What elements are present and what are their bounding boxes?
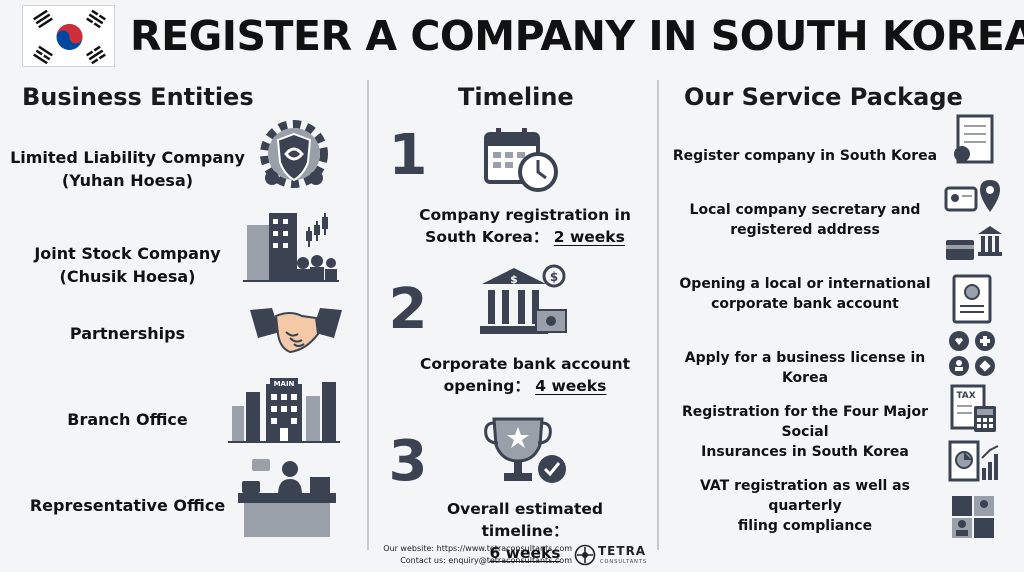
- reception-desk-icon: [234, 455, 340, 543]
- page-title: REGISTER A COMPANY IN SOUTH KOREA: [130, 12, 1024, 60]
- timeline-step-1-number: 1: [388, 123, 428, 188]
- city-main-office-icon: MAIN: [228, 376, 340, 448]
- tax-calculator-icon: TAX: [950, 384, 998, 438]
- service-vat-registration: VAT registration as well as quarterly fi…: [700, 478, 910, 534]
- service-company-secretary: Local company secretary and registered a…: [689, 202, 921, 238]
- entity-korean-name: (Yuhan Hoesa): [61, 171, 194, 190]
- id-card-location-icon: [944, 178, 1004, 222]
- south-korea-flag-icon: [22, 5, 115, 67]
- step-duration: 2 weeks: [553, 228, 625, 246]
- footer-contact: Our website: https://www.tetraconsultant…: [382, 543, 572, 567]
- svg-text:MAIN: MAIN: [274, 380, 295, 388]
- timeline-step-2-number: 2: [388, 277, 428, 342]
- certificate-icon: [950, 112, 996, 172]
- entity-llc: Limited Liability Company (Yuhan Hoesa): [10, 146, 245, 192]
- report-chart-icon: [948, 440, 1000, 488]
- puzzle-people-icon: [950, 494, 996, 546]
- entity-name: Branch Office: [67, 410, 188, 429]
- svg-text:$: $: [550, 270, 558, 284]
- bank-card-icon: [944, 222, 1004, 270]
- service-package-heading: Our Service Package: [684, 83, 963, 111]
- entity-jsc: Joint Stock Company (Chusik Hoesa): [10, 242, 245, 288]
- business-entities-heading: Business Entities: [22, 83, 254, 111]
- service-business-license: Apply for a business license in Korea: [684, 350, 926, 386]
- handshake-icon: [250, 302, 342, 362]
- entity-name: Representative Office: [29, 496, 226, 515]
- timeline-heading: Timeline: [458, 83, 574, 111]
- website-link[interactable]: Our website: https://www.tetraconsultant…: [383, 544, 572, 553]
- tetra-brand-sub: CONSULTANTS: [600, 559, 648, 565]
- entity-representative-office: Representative Office: [10, 494, 245, 517]
- step-label: Company registration in: [419, 206, 631, 224]
- service-social-insurances: Registration for the Four Major Social I…: [682, 404, 928, 460]
- timeline-step-2: Corporate bank account opening： 4 weeks: [410, 353, 640, 397]
- timeline-step-1: Company registration in South Korea： 2 w…: [410, 204, 640, 248]
- license-document-icon: [952, 274, 994, 328]
- trophy-check-icon: [484, 413, 574, 497]
- service-bank-account: Opening a local or international corpora…: [679, 276, 931, 312]
- insurance-symbols-icon: [946, 330, 998, 382]
- service-register-company: Register company in South Korea: [672, 148, 938, 164]
- column-divider-left: [367, 80, 369, 550]
- tetra-logo-icon: [574, 544, 596, 566]
- entity-name: Partnerships: [69, 324, 186, 343]
- timeline-step-3-number: 3: [388, 429, 428, 494]
- office-stock-chart-icon: [243, 207, 339, 287]
- calendar-clock-icon: [484, 126, 560, 198]
- column-divider-right: [657, 80, 659, 550]
- entity-name: Joint Stock Company: [34, 244, 221, 263]
- entity-partnerships: Partnerships: [10, 322, 245, 345]
- step-label-cont: opening： 4 weeks: [443, 377, 607, 395]
- step-label: Overall estimated timeline：: [446, 500, 603, 540]
- entity-korean-name: (Chusik Hoesa): [59, 267, 196, 286]
- contact-email[interactable]: Contact us: enquiry@tetraconsultants.com: [400, 556, 572, 565]
- entity-branch-office: Branch Office: [10, 408, 245, 431]
- tetra-brand: TETRA: [598, 544, 647, 558]
- entity-name: Limited Liability Company: [10, 148, 245, 167]
- bank-money-icon: $ $: [478, 262, 568, 346]
- step-duration: 6 weeks: [489, 544, 561, 562]
- svg-text:$: $: [510, 273, 518, 286]
- step-duration: 4 weeks: [535, 377, 607, 395]
- step-label: Corporate bank account: [419, 355, 631, 373]
- shield-gear-icon: [258, 120, 330, 196]
- svg-text:TAX: TAX: [956, 391, 975, 401]
- step-label-cont: South Korea： 2 weeks: [425, 228, 625, 246]
- timeline-step-3: Overall estimated timeline： 6 weeks: [410, 498, 640, 564]
